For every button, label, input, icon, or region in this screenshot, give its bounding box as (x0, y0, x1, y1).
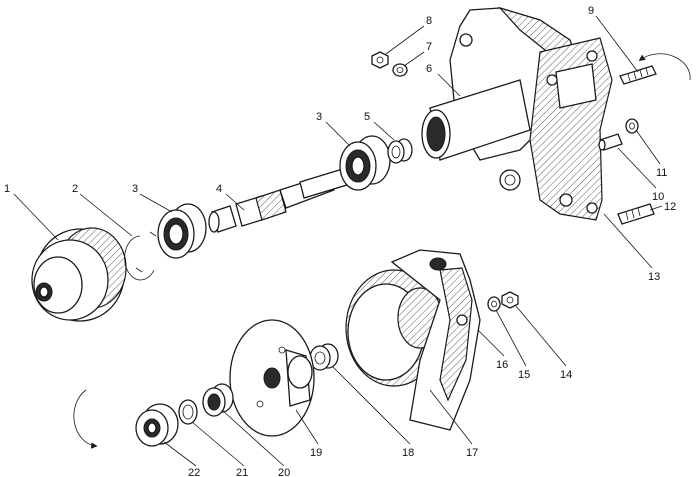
callout-5: 5 (364, 111, 370, 123)
part-2-retaining-ring (124, 231, 157, 281)
callout-10: 10 (652, 191, 664, 203)
callout-15: 15 (518, 369, 530, 381)
part-1-pulley-hub (31, 227, 127, 322)
callout-8: 8 (426, 15, 432, 27)
part-21-ring (178, 399, 198, 425)
part-12-stud-bolt (617, 203, 655, 225)
callout-9: 9 (588, 5, 594, 17)
rotation-arrow-upper (638, 53, 691, 81)
part-22-nut (135, 403, 179, 447)
rotation-arrow-lower (73, 389, 98, 449)
callout-numbers: 1 2 3 3 4 5 6 7 8 9 10 11 12 13 14 15 16… (4, 5, 676, 477)
callout-4: 4 (216, 183, 222, 195)
part-17-lower-housing-ring (345, 269, 443, 387)
part-3-bearing-left (157, 203, 207, 259)
callout-20: 20 (278, 467, 290, 477)
callout-13: 13 (648, 271, 660, 283)
callout-3-left: 3 (132, 183, 138, 195)
part-4-shaft (208, 167, 351, 233)
part-20-bearing (202, 383, 234, 417)
part-18-bushing (309, 343, 339, 371)
callout-11: 11 (656, 167, 667, 179)
part-15-washer (487, 296, 501, 312)
part-19-impeller-disc (229, 319, 315, 437)
callout-12: 12 (664, 201, 676, 213)
part-8-nut (371, 51, 389, 69)
callout-7: 7 (426, 41, 432, 53)
callout-1: 1 (4, 183, 10, 195)
part-5-bushing (387, 138, 413, 164)
callout-22: 22 (188, 467, 200, 477)
part-10-pin (598, 133, 623, 151)
callout-2: 2 (72, 183, 78, 195)
part-3-bearing-right (339, 135, 391, 191)
part-11-washer (625, 118, 639, 134)
callout-18: 18 (402, 447, 414, 459)
callout-14: 14 (560, 369, 572, 381)
callout-17: 17 (466, 447, 478, 459)
callout-21: 21 (236, 467, 248, 477)
leader-lines (13, 15, 663, 467)
part-16-lower-housing-body (390, 249, 481, 431)
callout-19: 19 (310, 447, 322, 459)
callout-6: 6 (426, 63, 432, 75)
part-14-nut (501, 291, 519, 309)
callout-16: 16 (496, 359, 508, 371)
part-7-washer (392, 63, 408, 77)
part-9-stud (619, 65, 657, 85)
part-13-gasket-plate (529, 37, 613, 221)
callout-3-right: 3 (316, 111, 322, 123)
